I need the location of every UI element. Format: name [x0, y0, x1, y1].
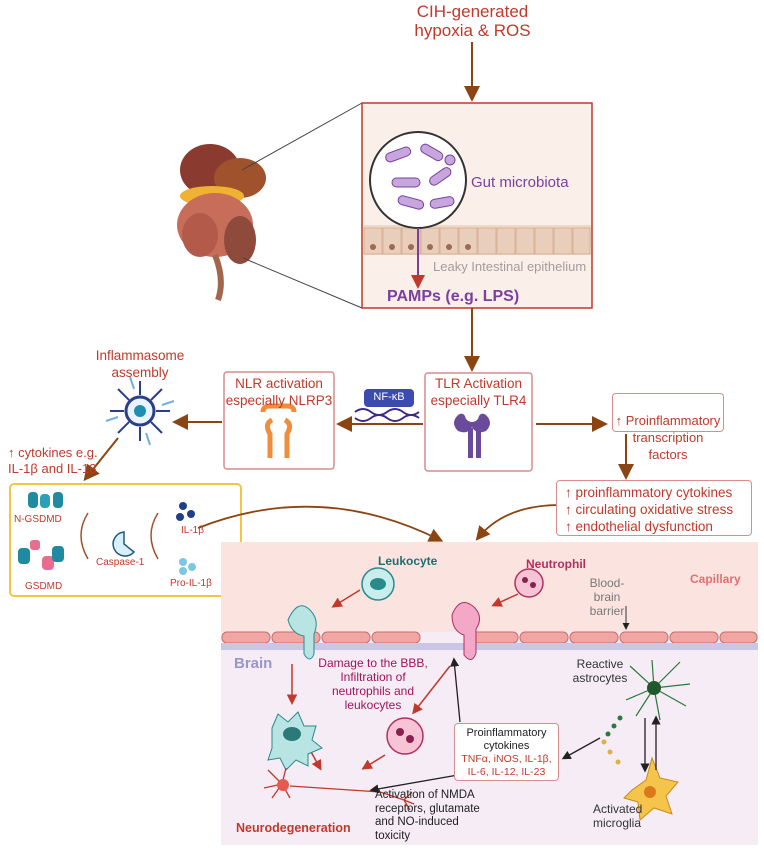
il1b-icon — [176, 502, 195, 521]
nlr-box — [223, 371, 335, 470]
cytokines-box: Proinflammatory cytokines TNFα, iNOS, IL… — [454, 723, 559, 781]
caspase-label: Caspase-1 — [96, 557, 145, 568]
bacteria-icons — [385, 143, 456, 210]
transcription-label: ↑ Proinflammatory transcription factors — [615, 413, 721, 462]
n-gsdmd-label: N-GSDMD — [14, 514, 62, 525]
reactive-astrocytes-label: Reactive astrocytes — [572, 657, 628, 685]
neuron-icon — [263, 767, 415, 811]
systemic-line-3: ↑ endothelial dysfunction — [565, 519, 713, 534]
neutrophil-transmigrating — [451, 602, 480, 660]
epithelium-cells — [363, 227, 591, 255]
capillary-label: Capillary — [690, 572, 741, 586]
activated-neutrophil — [386, 717, 424, 755]
tlr-label: TLR Activation especially TLR4 — [430, 376, 527, 408]
pro-il1b-label: Pro-IL-1β — [170, 578, 212, 589]
bbb-label: Blood- brain barrier — [589, 576, 625, 618]
cytokines-label: ↑ cytokines e.g. IL-1β and IL-18 — [8, 445, 98, 476]
inflammasome-icon — [105, 376, 175, 446]
tlr4-receptor-icon — [454, 413, 490, 458]
leukocyte-transmigrating — [287, 605, 317, 660]
damage-label: Damage to the BBB, Infiltration of neutr… — [318, 656, 428, 712]
systemic-line-1: ↑ proinflammatory cytokines — [565, 485, 733, 500]
nfkb-badge — [364, 389, 414, 407]
nlrp3-receptor-icon — [260, 403, 297, 458]
trigger-label: CIH-generated hypoxia & ROS — [414, 2, 531, 40]
microglia-label: Activated microglia — [593, 802, 643, 830]
pamps-label: PAMPs (e.g. LPS) — [387, 288, 520, 305]
gsdmd-label: GSDMD — [25, 581, 63, 592]
activated-leukocyte — [267, 711, 323, 771]
gut-microbiota-label: Gut microbiota — [471, 174, 569, 191]
cytokine-dots — [601, 715, 623, 765]
brain-label: Brain — [234, 655, 273, 672]
cytokines-box-list: TNFα, iNOS, IL-1β, IL-6, IL-12, IL-23 — [461, 753, 552, 778]
leukocyte-label: Leukocyte — [378, 554, 438, 568]
neutrophil-label: Neutrophil — [526, 557, 586, 571]
systemic-box: ↑ proinflammatory cytokines ↑ circulatin… — [556, 480, 752, 536]
leaky-epithelium-label: Leaky Intestinal epithelium — [433, 259, 587, 274]
pro-il1b-icon — [179, 558, 196, 575]
nlr-label: NLR activation especially NLRP3 — [225, 376, 333, 408]
nfkb-label: NF-κB — [373, 391, 405, 403]
gut-organ-illustration — [177, 144, 266, 301]
neurodegeneration-label: Neurodegeneration — [236, 821, 351, 835]
n-gsdmd-icon — [28, 492, 63, 508]
systemic-line-2: ↑ circulating oxidative stress — [565, 502, 734, 517]
neutrophil-cell — [514, 568, 544, 598]
caspase-icon — [112, 531, 136, 557]
il1b-label: IL-1β — [181, 525, 204, 536]
transcription-box: ↑ Proinflammatory transcription factors — [612, 393, 724, 462]
inflammasome-label: Inflammasome assembly — [95, 348, 185, 380]
nmda-label: Activation of NMDA receptors, glutamate … — [375, 789, 480, 842]
gsdmd-icon — [18, 540, 64, 570]
cytokines-box-title: Proinflammatory cytokines — [466, 727, 547, 752]
